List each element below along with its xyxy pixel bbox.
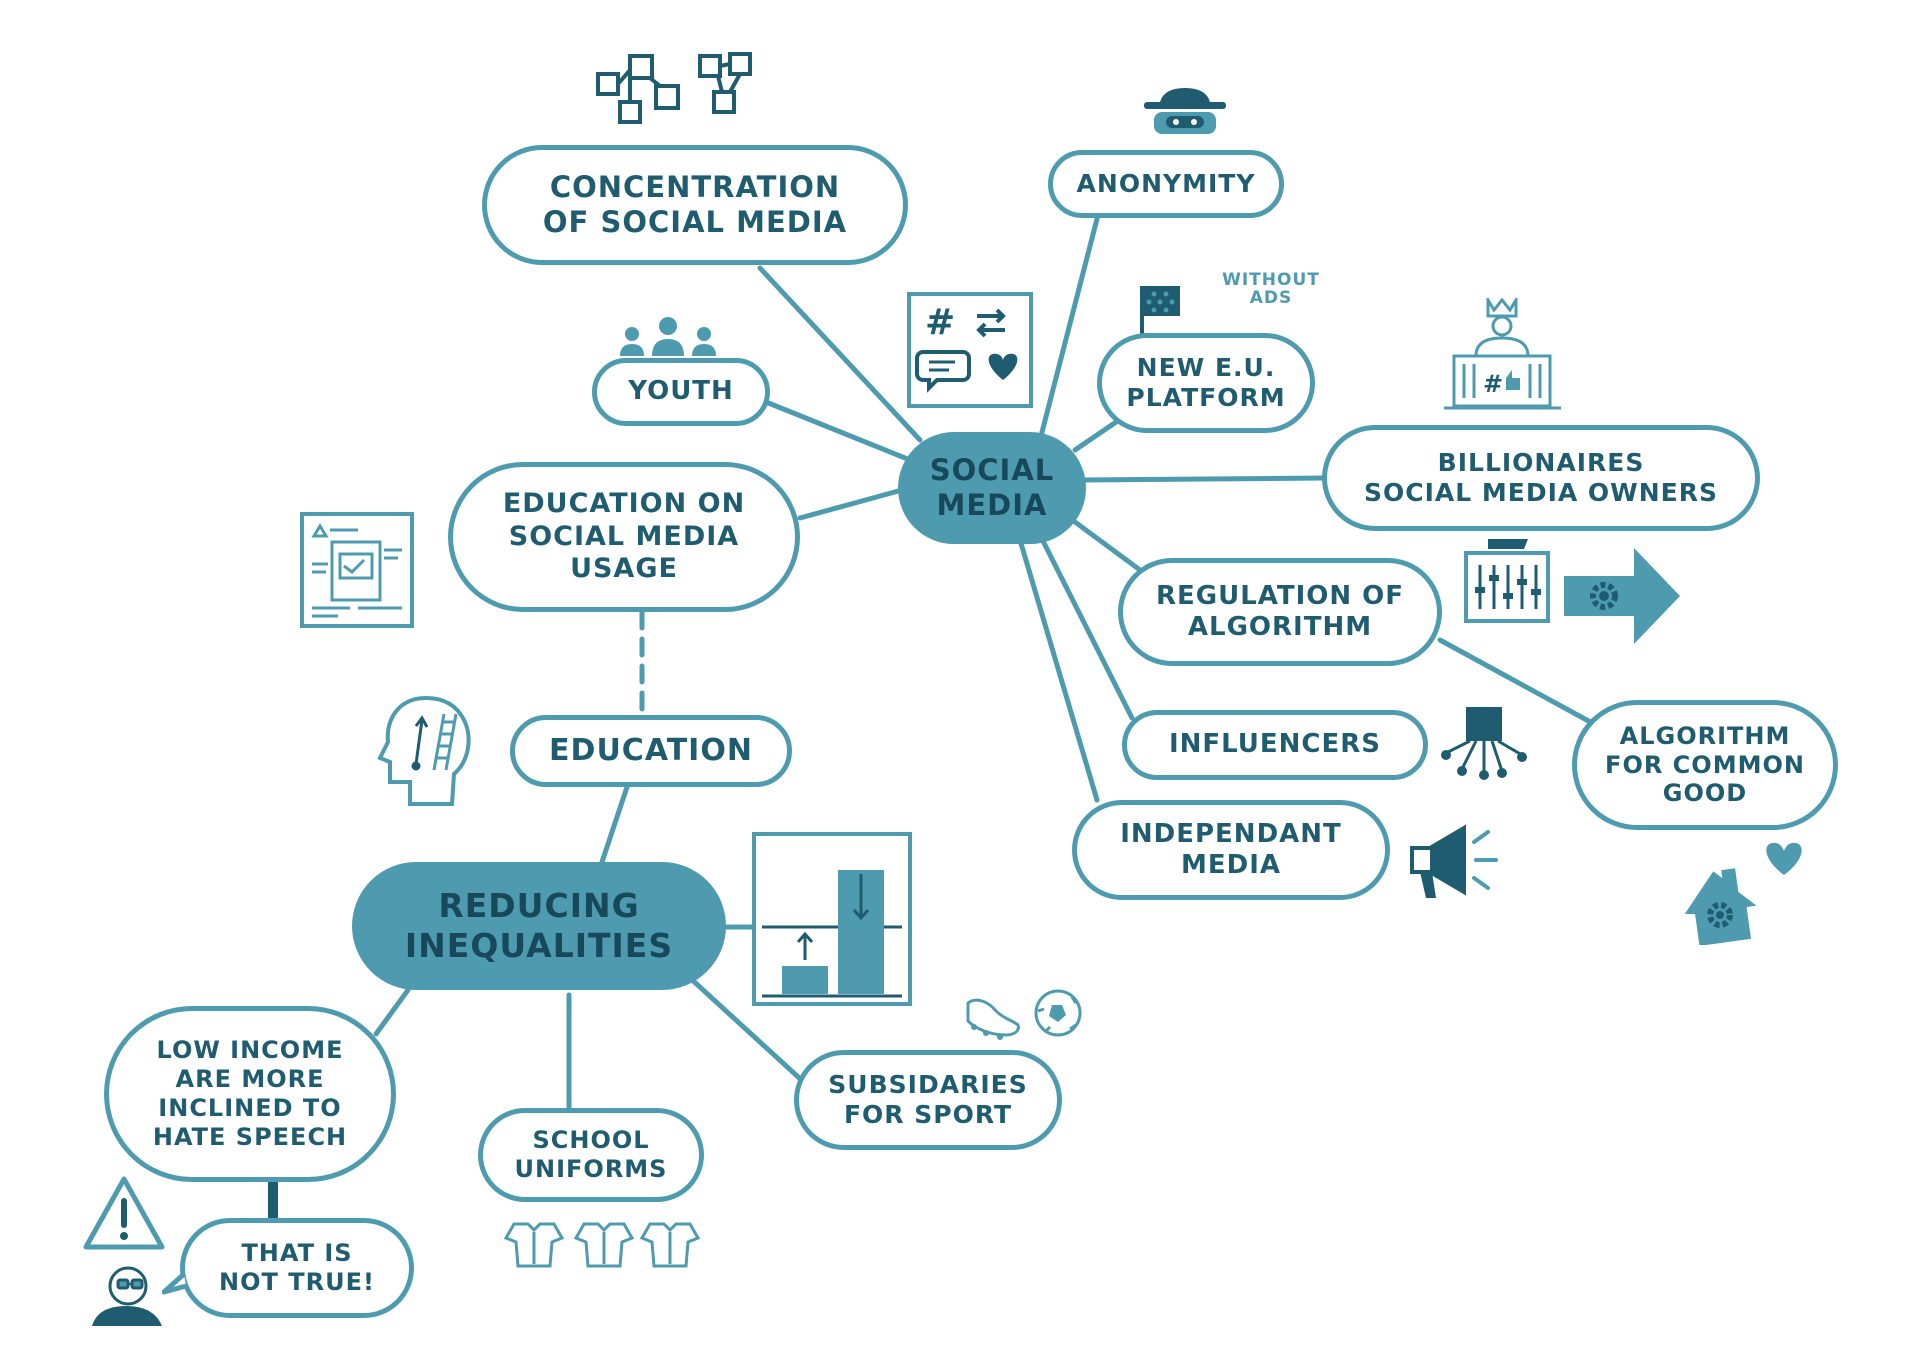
node-text: THAT IS [241, 1239, 353, 1268]
line-regulation [1072, 519, 1143, 573]
node-regulation: REGULATION OF ALGORITHM [1118, 558, 1442, 666]
node-text: NEW E.U. [1136, 353, 1276, 382]
gear-arrow-icon [1564, 548, 1680, 644]
note-line: WITHOUT [1222, 270, 1320, 290]
svg-text:#: # [925, 302, 955, 343]
masked-hat-icon [1144, 88, 1226, 134]
line-low-income [373, 987, 411, 1037]
node-eu-platform: NEW E.U. PLATFORM [1097, 333, 1315, 433]
line-anonymity [1037, 212, 1101, 443]
node-text: SOCIAL MEDIA OWNERS [1363, 478, 1719, 507]
eu-flag-icon [1140, 286, 1180, 338]
line-youth [763, 399, 918, 465]
line-eu-platform [1072, 415, 1125, 453]
note-line: ADS [1249, 287, 1293, 308]
node-text: NOT TRUE! [219, 1268, 375, 1296]
line-education-usage [797, 487, 905, 521]
node-text: GOOD [1662, 779, 1748, 808]
node-text: SUBSIDARIES [828, 1070, 1028, 1099]
node-text: UNIFORMS [514, 1155, 668, 1183]
node-school-uniforms: SCHOOL UNIFORMS [478, 1108, 704, 1202]
node-text: CONCENTRATION [549, 170, 841, 205]
node-text: BILLIONAIRES [1437, 448, 1645, 477]
node-text: LOW INCOME [156, 1036, 344, 1065]
head-ladder-icon [377, 695, 471, 806]
node-text: INEQUALITIES [404, 926, 674, 965]
node-text: HATE SPEECH [152, 1122, 348, 1151]
node-subsidaries: SUBSIDARIES FOR SPORT [794, 1050, 1062, 1150]
node-reducing-inequalities: REDUCING INEQUALITIES [352, 862, 726, 990]
node-text: OF SOCIAL MEDIA [542, 205, 848, 239]
node-influencers: INFLUENCERS [1122, 710, 1428, 780]
node-text: SCHOOL [532, 1126, 650, 1155]
node-text: INDEPENDANT [1120, 818, 1342, 849]
node-text: YOUTH [628, 376, 734, 407]
node-youth: YOUTH [592, 358, 770, 426]
node-education: EDUCATION [510, 715, 792, 787]
line-education-reducing [598, 784, 630, 868]
person-glasses-icon [92, 1266, 162, 1326]
node-text: ARE MORE [175, 1065, 325, 1094]
control-panel-icon [1464, 539, 1550, 623]
warning-triangle-icon [83, 1176, 165, 1250]
line-independent [1017, 537, 1100, 803]
node-concentration: CONCENTRATION OF SOCIAL MEDIA [482, 145, 908, 265]
node-text: SOCIAL [929, 453, 1055, 488]
speech-bubble-not-true: THAT IS NOT TRUE! [180, 1218, 414, 1318]
line-concentration [757, 265, 923, 443]
node-text: INCLINED TO [158, 1094, 342, 1122]
node-text: MEDIA [1180, 850, 1281, 880]
bar-chart-icon [752, 832, 912, 1006]
node-education-usage: EDUCATION ON SOCIAL MEDIA USAGE [448, 462, 800, 612]
node-algorithm-good: ALGORITHM FOR COMMON GOOD [1572, 700, 1838, 830]
node-text: ALGORITHM [1619, 721, 1791, 750]
node-social-media: SOCIAL MEDIA [898, 432, 1086, 544]
node-billionaires: BILLIONAIRES SOCIAL MEDIA OWNERS [1322, 425, 1760, 531]
node-text: PLATFORM [1126, 383, 1286, 412]
node-text: MEDIA [936, 488, 1048, 522]
line-influencers [1037, 532, 1135, 721]
node-text: INFLUENCERS [1168, 729, 1382, 760]
speech-bubble-tail [162, 1272, 187, 1295]
node-text: ALGORITHM [1187, 612, 1373, 642]
node-text: ANONYMITY [1076, 169, 1256, 198]
node-anonymity: ANONYMITY [1048, 150, 1284, 218]
network-squares-icon [596, 52, 752, 124]
node-text: REDUCING [438, 886, 640, 926]
node-text: EDUCATION ON [502, 488, 746, 520]
node-text: FOR SPORT [843, 1100, 1013, 1129]
document-page-icon [300, 512, 414, 628]
megaphone-icon [1410, 824, 1498, 898]
node-text: SOCIAL MEDIA [508, 520, 740, 552]
node-text: EDUCATION [549, 733, 753, 768]
people-group-icon [620, 317, 716, 356]
line-algorithm-good [1437, 637, 1608, 733]
hub-network-icon [1441, 707, 1527, 780]
node-text: USAGE [570, 553, 678, 585]
line-billionaires [1079, 475, 1328, 483]
node-text: FOR COMMON [1605, 750, 1805, 779]
eu-platform-note: WITHOUT ADS [1216, 270, 1326, 308]
gear-house-heart-icon [1684, 842, 1802, 945]
node-independent-media: INDEPENDANT MEDIA [1072, 800, 1390, 900]
crowned-building-icon: # [1444, 298, 1561, 410]
football-boot-ball-icon [966, 989, 1082, 1040]
svg-text:#: # [1483, 370, 1503, 398]
shirts-icon [503, 1222, 701, 1268]
line-subsidaries [687, 975, 811, 1089]
social-hashtag-card-icon: # [907, 292, 1033, 408]
node-low-income: LOW INCOME ARE MORE INCLINED TO HATE SPE… [104, 1006, 396, 1182]
node-text: REGULATION OF [1155, 580, 1405, 611]
